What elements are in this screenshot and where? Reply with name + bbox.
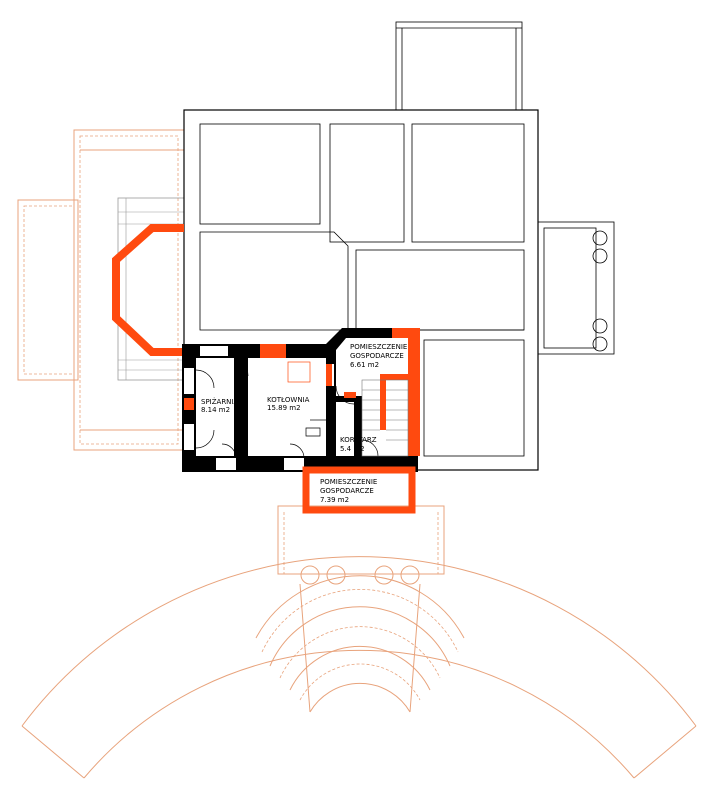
left-balcony-outer: [17, 199, 79, 381]
left-balcony-inner: [23, 205, 75, 375]
room-name-pom-gosp-2-line1: POMIESZCZENIE: [320, 478, 377, 486]
room-name-spizarnia: SPIŻARNIA: [201, 397, 238, 406]
octagon-bay-wall: [112, 224, 184, 356]
left-terrace-inner: [79, 135, 179, 445]
front-terrace: [21, 505, 697, 779]
room-top-right: [411, 123, 525, 243]
room-name-pom-gosp-2-line2: GOSPODARCZE: [320, 487, 374, 495]
room-name-pom-gosp-1-line1: POMIESZCZENIE: [350, 343, 407, 351]
room-area-pom-gosp-1: 6.61 m2: [350, 361, 379, 369]
right-terrace: [537, 221, 615, 355]
accent-walls: [184, 328, 420, 456]
annex-wall: [302, 466, 416, 514]
room-top-left: [199, 123, 321, 225]
room-top-middle: [329, 123, 405, 243]
room-area-korytarz: 5.4 m2: [340, 445, 365, 453]
exterior-elements: [17, 21, 697, 779]
left-terrace-outer: [73, 129, 185, 451]
stairs: [361, 379, 409, 457]
room-area-kotlownia: 15.89 m2: [267, 404, 301, 412]
top-balcony: [395, 21, 523, 111]
door-swings: [195, 355, 379, 459]
pipe-fitting: [305, 427, 321, 437]
room-middle-right: [355, 249, 525, 331]
room-area-pom-gosp-2: 7.39 m2: [320, 496, 349, 504]
room-labels: SPIŻARNIA 8.14 m2 KOTŁOWNIA 15.89 m2 POM…: [201, 343, 407, 504]
boiler-room-fixtures: [287, 361, 326, 437]
room-name-kotlownia: KOTŁOWNIA: [267, 396, 310, 404]
room-middle-left: [199, 231, 349, 331]
room-name-korytarz: KORYTARZ: [340, 436, 377, 444]
boiler-unit: [287, 361, 311, 383]
room-name-pom-gosp-1-line2: GOSPODARCZE: [350, 352, 404, 360]
room-bottom-right: [423, 339, 525, 457]
room-area-spizarnia: 8.14 m2: [201, 406, 230, 414]
